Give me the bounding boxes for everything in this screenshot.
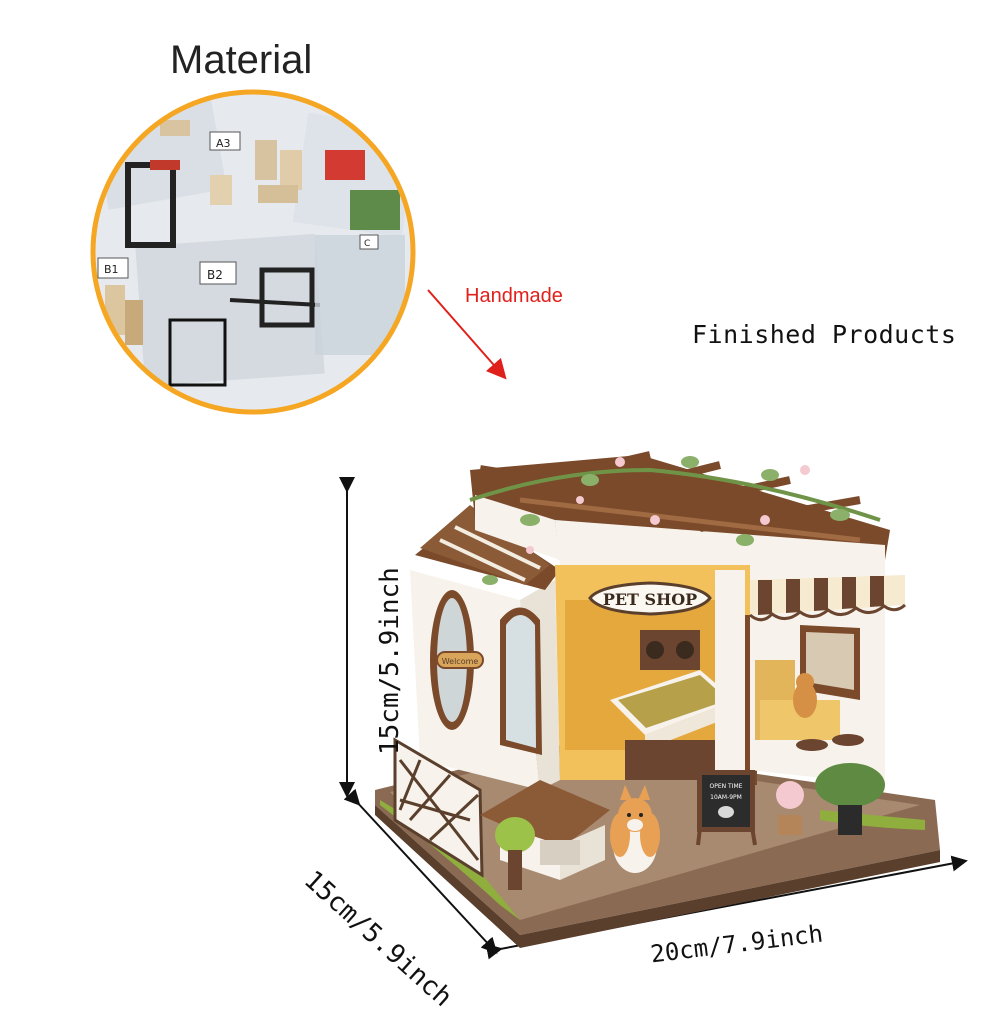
potted-plants [495, 763, 885, 890]
materials-photo: A3 B1 B2 C [90, 89, 416, 415]
depth-dimension-arrow [343, 788, 498, 954]
pet-shop-sign: PET SHOP [588, 581, 712, 616]
handmade-label: Handmade [465, 285, 563, 307]
corgi-figure [610, 785, 660, 873]
finished-products-label: Finished Products [692, 320, 957, 349]
bag-tag-a3: A3 [216, 137, 231, 150]
svg-text:PET SHOP: PET SHOP [603, 590, 697, 609]
bag-tag-b2: B2 [207, 268, 223, 282]
striped-awning [749, 575, 907, 622]
handmade-arrow [427, 289, 507, 380]
height-dimension-label: 15cm/5.9inch [375, 567, 405, 755]
welcome-sign: Welcome [442, 657, 479, 666]
svg-text:10AM-9PM: 10AM-9PM [710, 794, 742, 801]
svg-text:OPEN TIME: OPEN TIME [710, 783, 743, 790]
open-time-board: OPEN TIME 10AM-9PM [696, 770, 757, 846]
dog-house [480, 780, 610, 880]
bag-tag-b1: B1 [104, 263, 119, 276]
pet-shop-dollhouse: Welcome [375, 451, 940, 948]
lattice-fence [393, 737, 484, 878]
material-title: Material [170, 38, 313, 82]
bag-tag-c: C [364, 239, 370, 249]
